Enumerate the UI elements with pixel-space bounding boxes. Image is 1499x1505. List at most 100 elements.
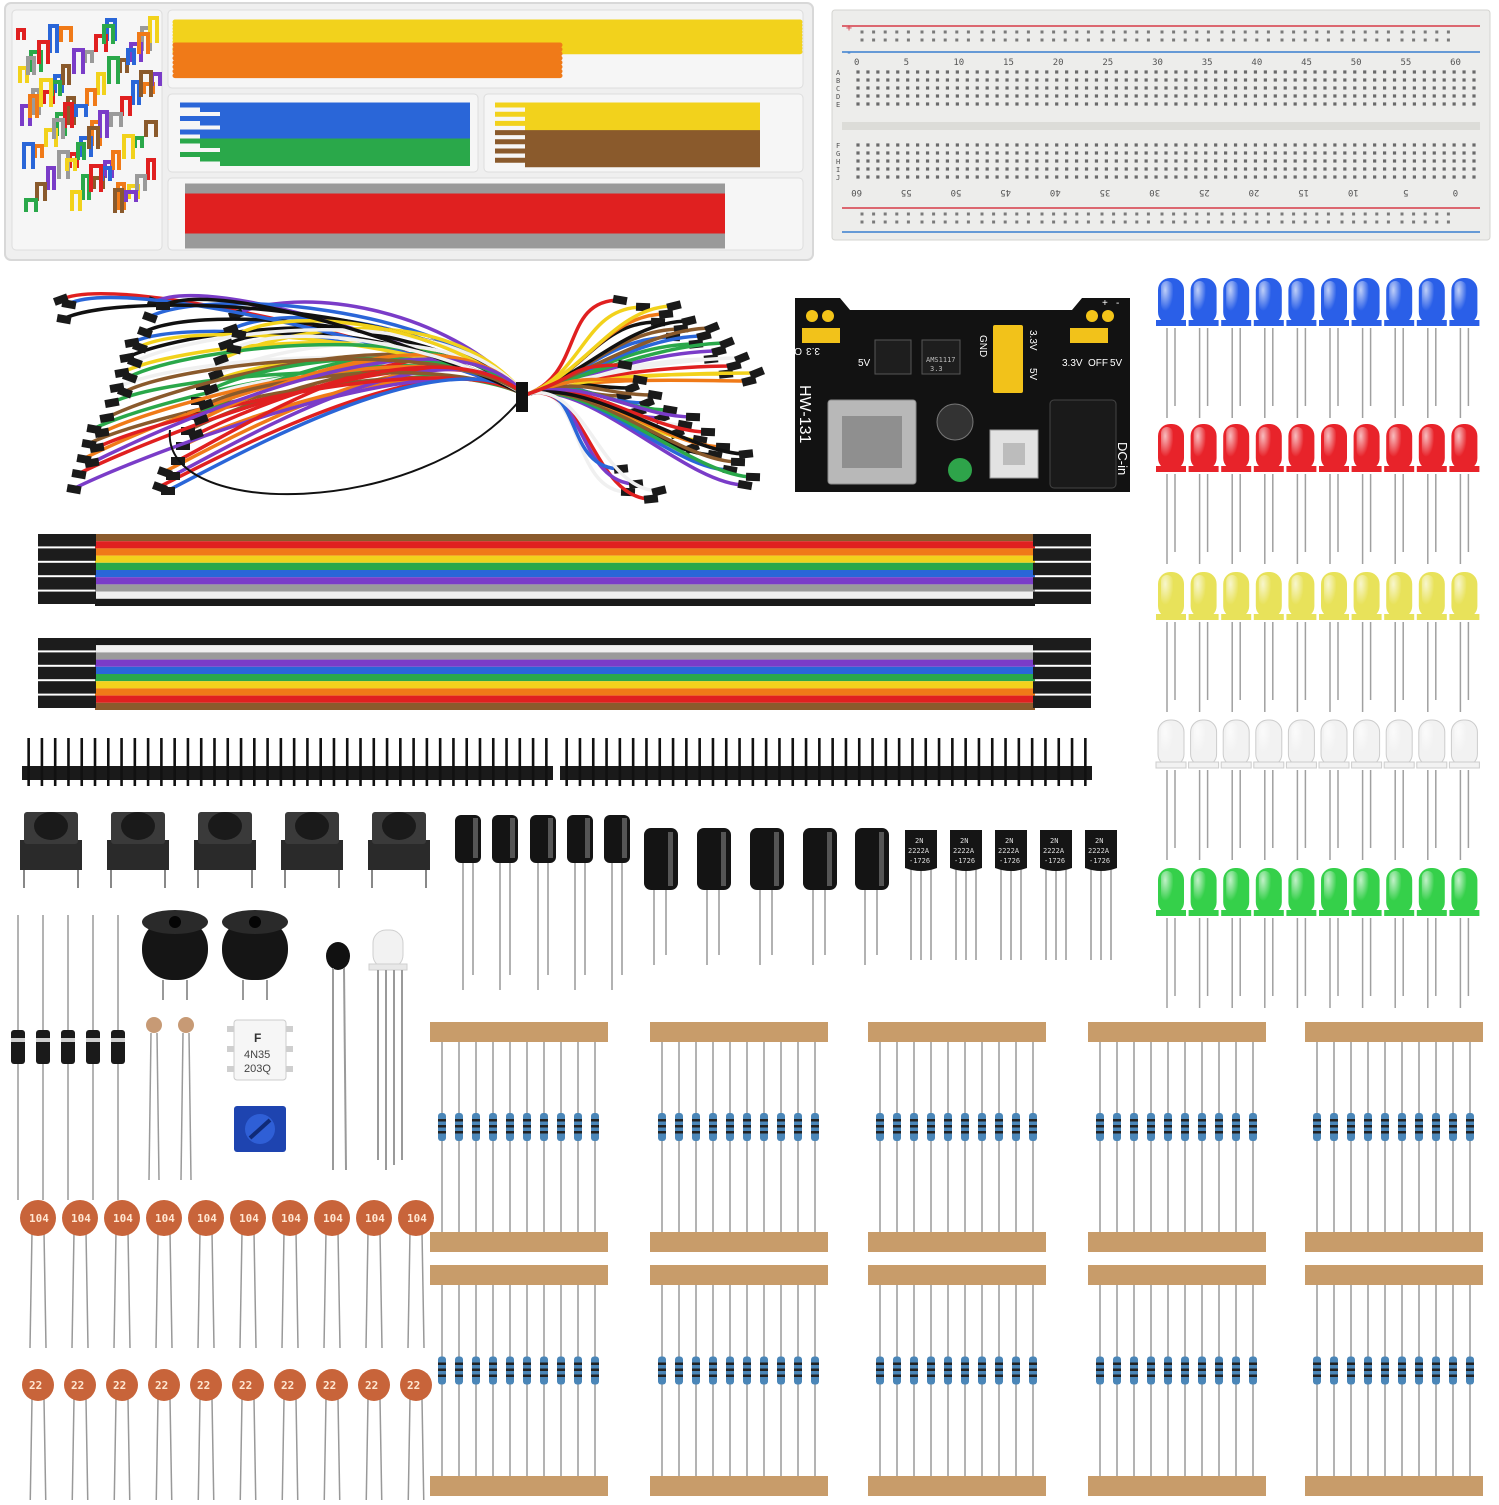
hole xyxy=(1204,143,1208,147)
resistor-band xyxy=(1130,1374,1138,1377)
led-rim xyxy=(1319,910,1349,916)
rail-hole xyxy=(955,30,959,34)
hole xyxy=(1114,94,1118,98)
hole xyxy=(1293,94,1297,98)
cap-leg xyxy=(127,1231,131,1349)
hole xyxy=(1065,86,1069,90)
tactile-buttons xyxy=(20,812,430,888)
hole xyxy=(1243,70,1248,74)
led-rim xyxy=(1188,320,1219,326)
led-rim xyxy=(1383,761,1415,769)
hole xyxy=(1233,70,1238,74)
rail-hole xyxy=(1266,38,1270,42)
cap-leg xyxy=(239,1398,243,1505)
rail-hole xyxy=(1340,212,1344,216)
resistor-band xyxy=(1313,1368,1321,1371)
rail-hole xyxy=(1363,30,1367,34)
hole xyxy=(1074,86,1079,90)
header-pin xyxy=(199,738,203,786)
capacitor-stripe xyxy=(774,832,779,886)
cap-leg xyxy=(281,1398,285,1505)
hole xyxy=(1005,151,1009,155)
resistor-band xyxy=(1232,1125,1240,1128)
hole xyxy=(1164,86,1168,90)
hole xyxy=(1452,86,1456,90)
resistor-band xyxy=(1232,1131,1240,1134)
hole xyxy=(1412,70,1416,74)
jumper-header-right xyxy=(1070,328,1108,343)
hole xyxy=(1035,86,1039,90)
hole xyxy=(1283,94,1287,98)
hole xyxy=(945,86,950,90)
electrolytic-capacitors xyxy=(455,815,889,990)
hole xyxy=(1293,78,1297,82)
led-highlight xyxy=(1454,427,1467,457)
hole xyxy=(965,151,969,155)
resistor-band xyxy=(743,1374,751,1377)
hole xyxy=(955,94,959,98)
rail-hole xyxy=(883,220,887,224)
resistor-band xyxy=(743,1125,751,1128)
hole xyxy=(1074,78,1079,82)
hole xyxy=(955,70,959,74)
jumper-tip xyxy=(141,311,158,324)
resistor-band xyxy=(1130,1131,1138,1134)
row-letter: H xyxy=(836,158,840,166)
rail-hole xyxy=(992,220,996,224)
cut-wire xyxy=(24,198,38,212)
hole xyxy=(965,94,969,98)
hole xyxy=(1045,78,1049,82)
cut-wire xyxy=(65,158,77,171)
cut-wire xyxy=(72,48,85,74)
hole xyxy=(1005,175,1009,179)
hole xyxy=(1303,86,1307,90)
hole xyxy=(1303,151,1307,155)
ribbon-strand xyxy=(95,702,1035,710)
cap-leg xyxy=(407,1231,411,1349)
hole xyxy=(1114,159,1118,163)
hole xyxy=(1084,102,1089,106)
hole xyxy=(1283,78,1287,82)
resistor-band xyxy=(1147,1119,1155,1122)
rail-hole xyxy=(1292,38,1296,42)
column-number: 35 xyxy=(1202,58,1213,68)
row-letter: E xyxy=(836,101,840,109)
header-pin xyxy=(239,738,243,786)
hole xyxy=(896,86,900,90)
hole xyxy=(876,167,880,171)
hole xyxy=(1432,102,1436,106)
rail-hole xyxy=(1243,30,1247,34)
hole xyxy=(1343,167,1347,171)
resistor-band xyxy=(455,1368,463,1371)
rail-hole xyxy=(932,220,936,224)
resistor-band xyxy=(1012,1119,1020,1122)
jumper-tip xyxy=(61,299,77,310)
hole xyxy=(1373,102,1377,106)
hole xyxy=(1025,102,1029,106)
hole xyxy=(1373,78,1377,82)
ribbon-strand xyxy=(95,598,1035,606)
hole xyxy=(935,102,940,106)
hole xyxy=(1273,175,1277,179)
cap-leg xyxy=(211,1398,215,1505)
hole xyxy=(896,70,900,74)
hole xyxy=(1253,78,1258,82)
hole xyxy=(1452,175,1456,179)
cut-wire xyxy=(16,28,26,40)
hole xyxy=(1303,175,1307,179)
hole xyxy=(866,70,870,74)
led-highlight xyxy=(1356,871,1369,901)
rail-hole xyxy=(860,220,864,224)
hole xyxy=(1144,167,1148,171)
cut-wire xyxy=(48,24,59,53)
hole xyxy=(1194,102,1198,106)
header-pin xyxy=(27,738,30,786)
hole xyxy=(1283,159,1287,163)
ceramic-capacitor xyxy=(20,1200,56,1236)
hole xyxy=(1363,159,1367,163)
rail-hole xyxy=(1352,38,1356,42)
hole xyxy=(1422,102,1426,106)
header-pin xyxy=(253,738,256,786)
hole xyxy=(1243,78,1248,82)
hole xyxy=(1273,86,1277,90)
